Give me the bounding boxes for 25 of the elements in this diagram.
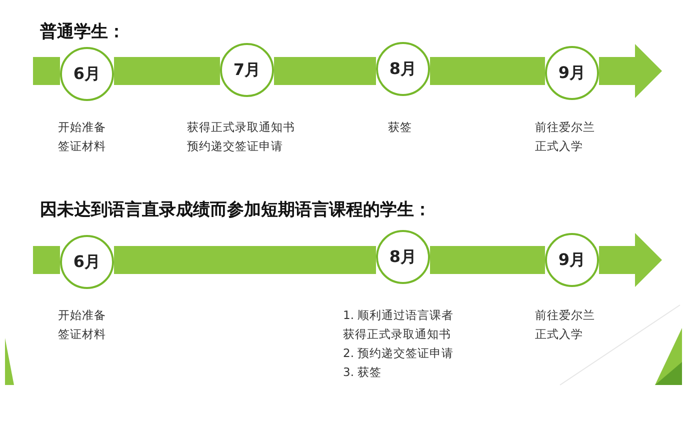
month-circle: 6月 xyxy=(60,47,114,101)
step-text: 前往爱尔兰正式入学 xyxy=(535,119,596,155)
step-text: 获签 xyxy=(388,119,413,136)
timeline-band xyxy=(274,57,376,85)
month-circle: 8月 xyxy=(376,230,430,284)
timeline-band xyxy=(33,57,60,85)
month-circle: 9月 xyxy=(545,46,599,100)
step-text: 开始准备签证材料 xyxy=(58,307,107,343)
section-heading: 普通学生： xyxy=(40,21,125,43)
timeline-arrow xyxy=(599,44,662,98)
month-circle: 7月 xyxy=(220,43,274,97)
step-text: 1. 顺利通过语言课者获得正式录取通知书 xyxy=(343,307,455,343)
month-circle: 8月 xyxy=(376,42,430,96)
step-text: 2. 预约递交签证申请 xyxy=(343,345,455,362)
month-circle: 6月 xyxy=(60,235,114,289)
step-text: 前往爱尔兰正式入学 xyxy=(535,307,596,343)
step-text: 开始准备签证材料 xyxy=(58,119,107,155)
timeline-band xyxy=(33,246,60,274)
section-heading: 因未达到语言直录成绩而参加短期语言课程的学生： xyxy=(40,199,431,221)
timeline-arrow xyxy=(599,233,662,287)
step-text: 3. 获签 xyxy=(343,364,383,381)
step-text: 获得正式录取通知书预约递交签证申请 xyxy=(187,119,296,155)
timeline-band xyxy=(114,246,376,274)
timeline-band xyxy=(114,57,220,85)
month-circle: 9月 xyxy=(545,233,599,287)
